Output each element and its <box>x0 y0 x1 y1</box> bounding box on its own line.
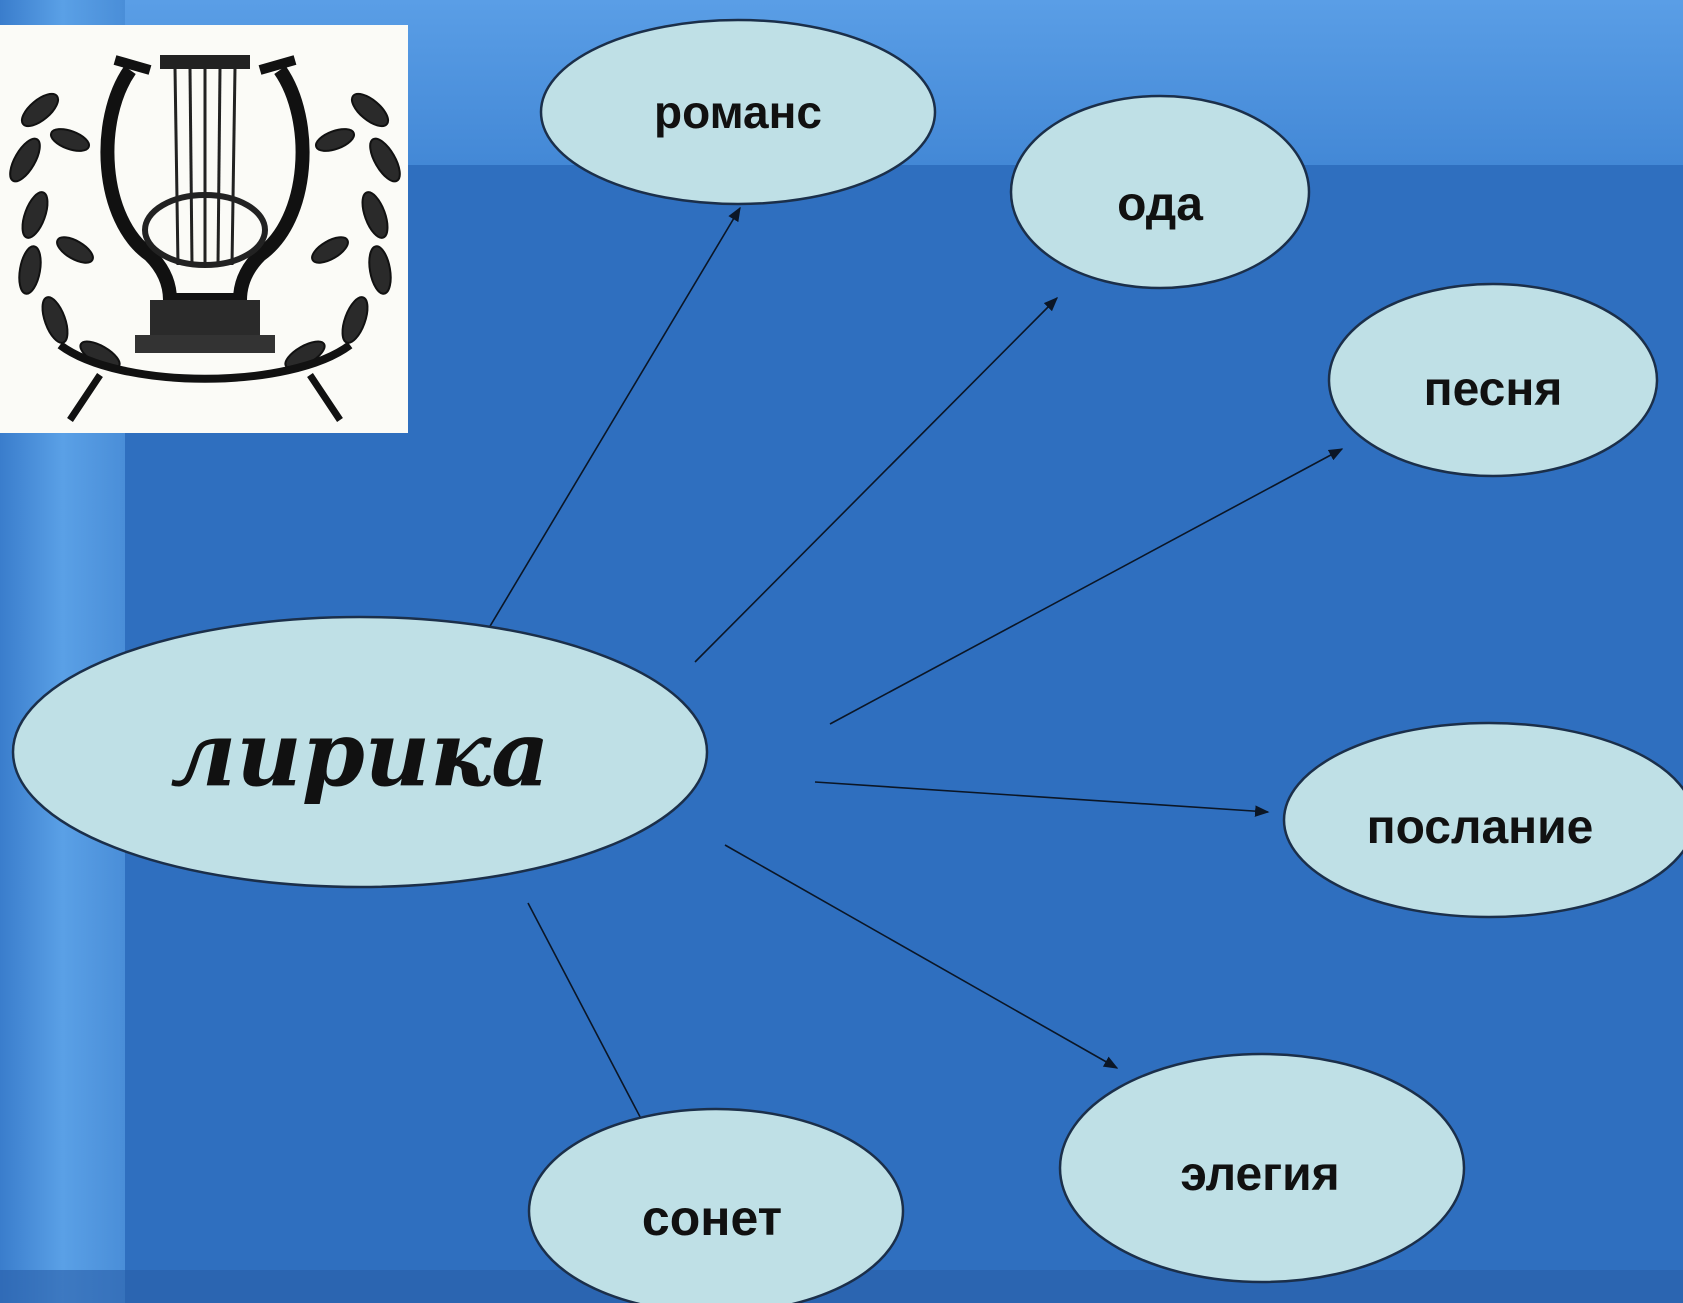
background-inner-panel <box>125 165 1683 1303</box>
lyre-with-laurel-wreath-icon <box>0 25 408 433</box>
node-romance: романс <box>539 18 937 206</box>
central-node-label: лирика <box>171 701 550 807</box>
node-song-label: песня <box>1424 363 1563 416</box>
central-node: лирика <box>11 615 709 889</box>
node-elegy: элегия <box>1058 1052 1466 1284</box>
arrows <box>467 206 1344 1134</box>
arrow-to-sonnet <box>527 902 649 1134</box>
arrow-to-romance <box>467 206 741 664</box>
arrow-to-elegy <box>724 844 1119 1069</box>
node-elegy-label: элегия <box>1180 1148 1339 1201</box>
node-sonnet-label: сонет <box>642 1190 782 1246</box>
arrow-to-epistle <box>814 781 1270 817</box>
node-ode-label: ода <box>1117 178 1203 231</box>
arrow-to-song <box>829 448 1344 725</box>
node-romance-label: романс <box>654 86 822 138</box>
node-song: песня <box>1327 282 1659 478</box>
node-epistle-label: послание <box>1367 801 1594 854</box>
node-ode: ода <box>1009 94 1311 290</box>
arrow-to-ode <box>694 296 1059 663</box>
node-sonnet: сонет <box>527 1107 905 1303</box>
node-epistle: послание <box>1282 721 1683 919</box>
